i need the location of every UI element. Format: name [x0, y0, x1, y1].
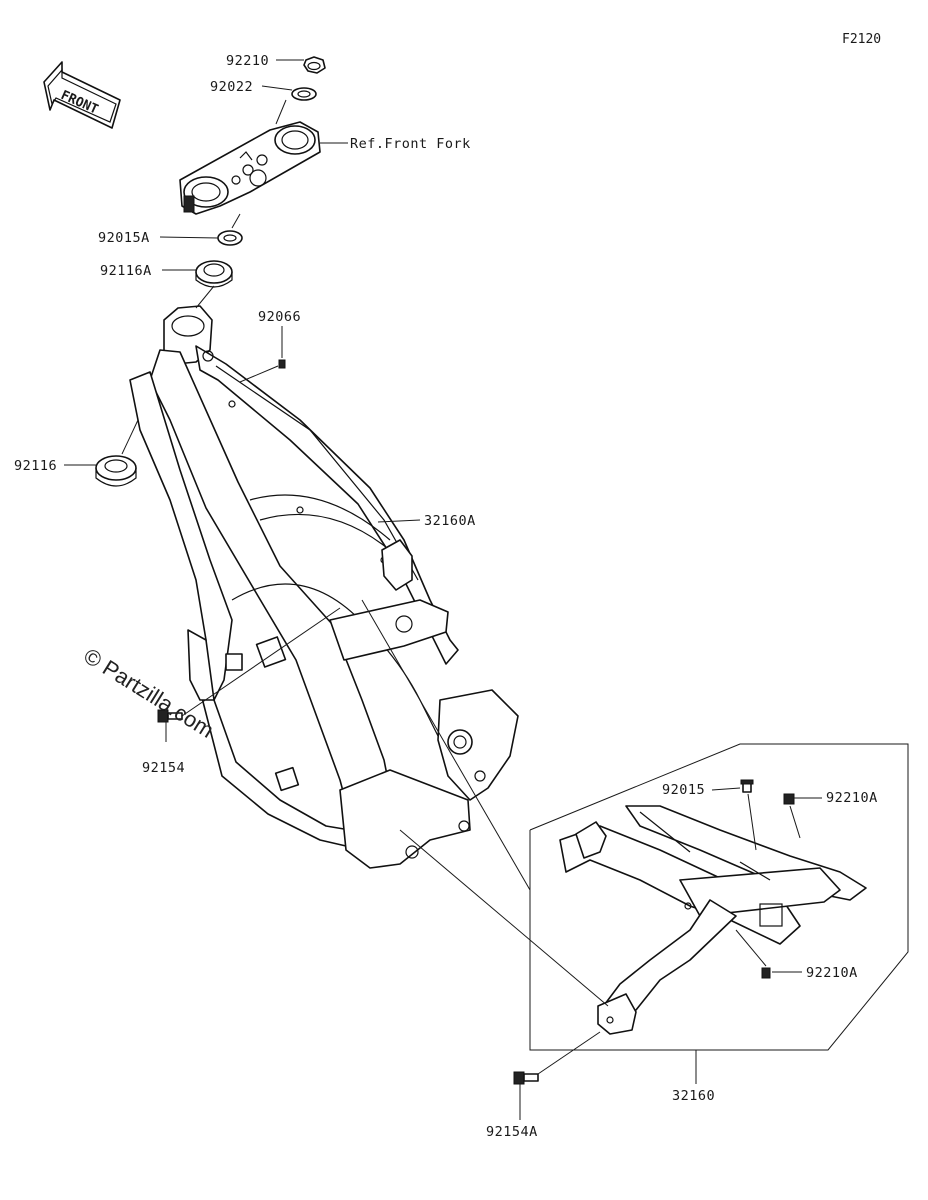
callout-92022[interactable]: 92022	[210, 79, 253, 95]
diagram-code: F2120	[842, 32, 881, 47]
callout-92154A[interactable]: 92154A	[486, 1124, 538, 1140]
callout-92210A-top[interactable]: 92210A	[826, 790, 878, 806]
callout-92210[interactable]: 92210	[226, 53, 269, 69]
subframe-outline	[529, 743, 909, 1051]
nut-92015A[interactable]	[217, 230, 243, 246]
steering-stem-upper-clamp[interactable]	[179, 121, 321, 215]
bolt-92066[interactable]	[278, 359, 286, 369]
bolt-92015[interactable]	[740, 779, 754, 793]
callout-92015A[interactable]: 92015A	[98, 230, 150, 246]
callout-92066[interactable]: 92066	[258, 309, 301, 325]
callout-92116[interactable]: 92116	[14, 458, 57, 474]
leader-lines	[64, 59, 822, 1120]
callout-ref-front-fork[interactable]: Ref.Front Fork	[350, 136, 471, 152]
subframe-32160[interactable]	[559, 805, 867, 1035]
bearing-92116A[interactable]	[195, 260, 233, 288]
front-arrow-icon: FRONT	[43, 61, 121, 129]
callout-32160A[interactable]: 32160A	[424, 513, 476, 529]
callout-92116A[interactable]: 92116A	[100, 263, 152, 279]
callout-92210A-bottom[interactable]: 92210A	[806, 965, 858, 981]
nut-92210[interactable]	[303, 56, 326, 74]
washer-92022[interactable]	[291, 87, 317, 101]
callout-32160[interactable]: 32160	[672, 1088, 715, 1104]
bolt-92154A[interactable]	[513, 1071, 539, 1085]
bolt-92210A-bottom[interactable]	[761, 967, 771, 979]
frame-32160A[interactable]	[129, 305, 519, 869]
callout-92015[interactable]: 92015	[662, 782, 705, 798]
callout-92154[interactable]: 92154	[142, 760, 185, 776]
bearing-92116[interactable]	[95, 455, 137, 487]
bolt-92210A-top[interactable]	[783, 793, 795, 805]
